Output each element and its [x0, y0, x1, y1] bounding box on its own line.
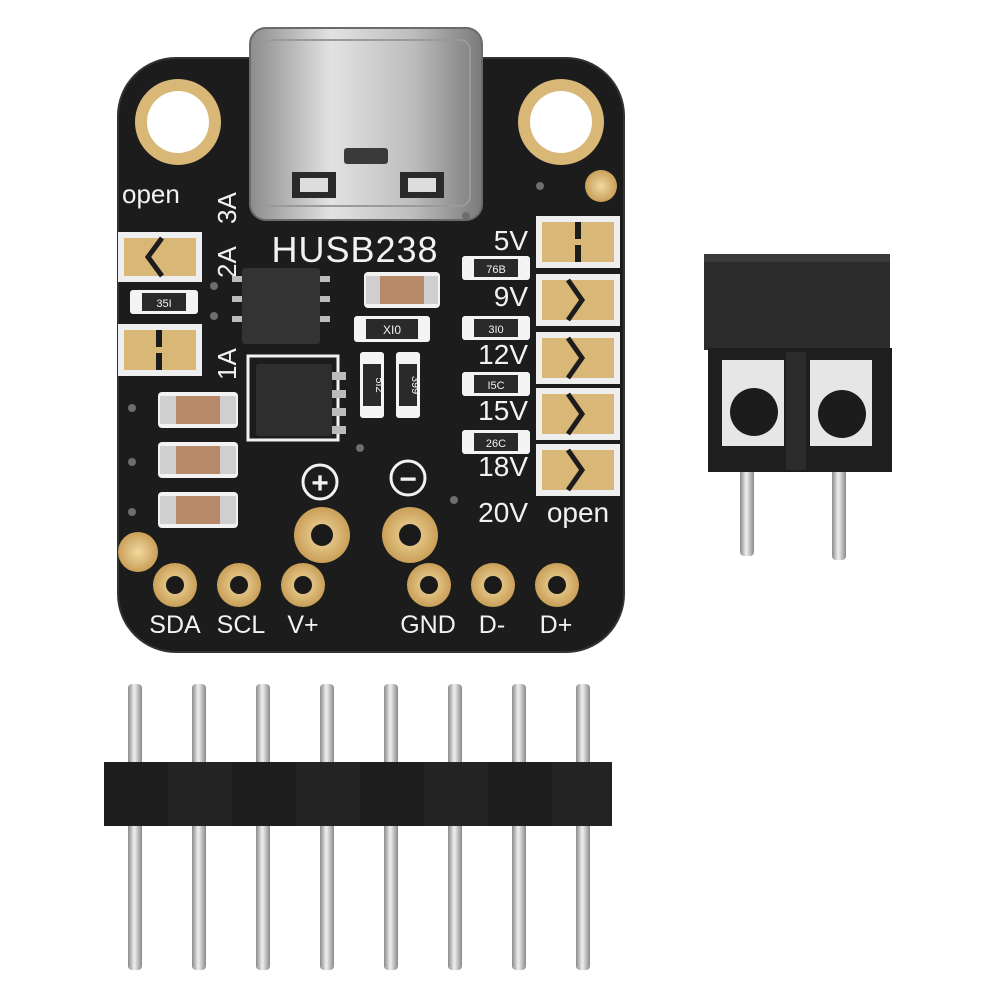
pin-label-scl: SCL	[217, 611, 266, 639]
chip-name-label: HUSB238	[271, 229, 438, 270]
resistor-5i2: 5I2	[360, 352, 385, 418]
voltage-label-5v: 5V	[494, 225, 529, 256]
jumper-12v	[536, 332, 620, 384]
mounting-hole-right	[518, 79, 604, 165]
regulator-ic	[246, 354, 346, 442]
resistor-3i0: 3I0	[462, 316, 530, 340]
voltage-label-20v: 20V	[478, 497, 528, 528]
jumper-1a	[118, 324, 202, 376]
capacitor-left-1	[158, 392, 238, 428]
pin-label-vplus: V+	[287, 611, 318, 639]
resistor-i5c: I5C	[462, 372, 530, 396]
jumper-15v	[536, 388, 620, 440]
resistor-399: 399	[396, 352, 421, 418]
usb-c-connector	[249, 27, 483, 221]
pad-gnd	[407, 563, 451, 607]
current-label-3a: 3A	[212, 192, 242, 224]
pad-scl	[217, 563, 261, 607]
vias	[128, 182, 544, 516]
capacitor-left-3	[158, 492, 238, 528]
header-pads	[153, 563, 579, 607]
voltage-label-12v: 12V	[478, 339, 528, 370]
pad-dminus	[471, 563, 515, 607]
power-pad-plus	[294, 507, 350, 563]
header-pins	[128, 684, 590, 970]
husb238-ic	[232, 268, 330, 344]
voltage-jumpers	[536, 216, 620, 496]
pad-sda	[153, 563, 197, 607]
voltage-label-18v: 18V	[478, 451, 528, 482]
current-label-1a: 1A	[212, 348, 242, 380]
fiducial-left	[118, 532, 158, 572]
svg-text:76B: 76B	[486, 264, 506, 276]
screw-terminal-block	[704, 254, 892, 560]
resistors: 76B 3I0 I5C 26C 35I	[130, 256, 530, 454]
pad-vplus	[281, 563, 325, 607]
voltage-label-9v: 9V	[494, 281, 529, 312]
voltage-open-label: open	[547, 497, 609, 528]
resistor-26c: 26C	[462, 430, 530, 454]
jumper-18v	[536, 444, 620, 496]
capacitors	[158, 272, 440, 528]
pin-label-sda: SDA	[149, 611, 201, 639]
fiducial-right	[585, 170, 617, 202]
pin-header-strip	[104, 684, 612, 970]
svg-text:399: 399	[409, 376, 421, 394]
pin-label-dplus: D+	[540, 611, 573, 639]
plus-symbol: +	[301, 463, 339, 501]
pin-label-dminus: D-	[479, 611, 505, 639]
svg-text:3I0: 3I0	[488, 324, 503, 336]
jumper-9v	[536, 274, 620, 326]
pcb-board: HUSB238 open 3A 2A 1A	[117, 27, 625, 653]
current-label-2a: 2A	[212, 246, 242, 278]
pin-label-gnd: GND	[400, 611, 456, 639]
capacitor-top	[364, 272, 440, 308]
header-plastic	[104, 762, 612, 826]
pad-dplus	[535, 563, 579, 607]
svg-text:35I: 35I	[156, 298, 171, 310]
svg-text:5I2: 5I2	[373, 377, 385, 392]
power-pad-minus	[382, 507, 438, 563]
resistor-76b: 76B	[462, 256, 530, 280]
svg-text:I5C: I5C	[487, 380, 504, 392]
svg-text:+: +	[311, 467, 329, 500]
resistor-35i: 35I	[130, 290, 198, 314]
open-current-label: open	[122, 179, 180, 209]
resistor-xi0: XI0	[354, 316, 430, 342]
capacitor-left-2	[158, 442, 238, 478]
voltage-label-15v: 15V	[478, 395, 528, 426]
minus-symbol: −	[389, 459, 427, 497]
svg-text:XI0: XI0	[383, 323, 401, 337]
mounting-hole-left	[135, 79, 221, 165]
svg-text:26C: 26C	[486, 438, 506, 450]
jumper-2a	[118, 232, 202, 282]
jumper-5v	[536, 216, 620, 268]
svg-text:−: −	[399, 463, 417, 496]
